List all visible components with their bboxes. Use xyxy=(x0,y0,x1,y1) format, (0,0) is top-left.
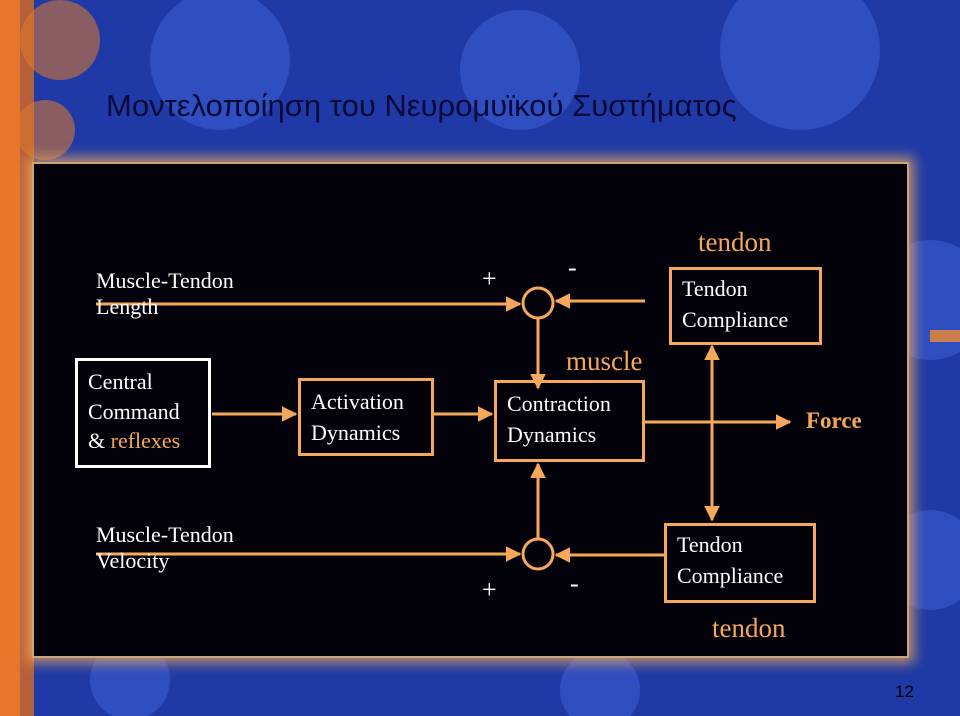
diagram-panel xyxy=(32,162,909,658)
central-command-prefix: & xyxy=(88,428,111,454)
sum-top-minus: - xyxy=(568,253,577,282)
page-number: 12 xyxy=(895,682,914,701)
central-command-line3: & reflexes xyxy=(88,426,198,456)
slide-title: Μοντελοποίηση του Νευρομυϊκού Συστήματος xyxy=(106,88,737,123)
contraction-line2: Dynamics xyxy=(507,421,597,447)
contraction-dynamics-box: Contraction Dynamics xyxy=(494,380,645,462)
sum-bottom-minus: - xyxy=(570,569,579,598)
length-input-line2: Length xyxy=(96,294,159,320)
muscle-label: muscle xyxy=(566,346,643,376)
velocity-input-line1: Muscle-Tendon xyxy=(96,522,234,547)
sum-bottom-plus: + xyxy=(482,575,497,604)
tendon-compliance-bottom-line1: Tendon xyxy=(677,532,743,557)
activation-line2: Dynamics xyxy=(311,419,401,445)
central-command-box: Central Command & reflexes xyxy=(75,358,211,468)
tendon-compliance-box-top: Tendon Compliance xyxy=(669,267,822,345)
length-input-line1: Muscle-Tendon xyxy=(96,268,234,293)
force-label: Force xyxy=(806,408,862,433)
central-command-line1: Central xyxy=(88,369,153,394)
sum-top-plus: + xyxy=(482,264,497,293)
tendon-label-top: tendon xyxy=(698,227,772,257)
tendon-compliance-top-line2: Compliance xyxy=(682,306,789,332)
central-command-line2: Command xyxy=(88,398,180,424)
velocity-input-line2: Velocity xyxy=(96,548,170,574)
velocity-input-label: Muscle-Tendon Velocity xyxy=(96,522,234,575)
activation-dynamics-box: Activation Dynamics xyxy=(298,378,434,456)
sum-junction-top xyxy=(521,286,555,320)
reflexes-label: reflexes xyxy=(110,428,181,454)
tendon-compliance-top-line1: Tendon xyxy=(682,276,748,301)
length-input-label: Muscle-Tendon Length xyxy=(96,268,234,321)
tendon-label-bottom: tendon xyxy=(712,613,786,643)
tendon-compliance-bottom-line2: Compliance xyxy=(677,562,784,588)
sum-junction-bottom xyxy=(521,537,555,571)
tendon-compliance-box-bottom: Tendon Compliance xyxy=(664,523,816,603)
contraction-line1: Contraction xyxy=(507,391,611,416)
activation-line1: Activation xyxy=(311,389,404,414)
